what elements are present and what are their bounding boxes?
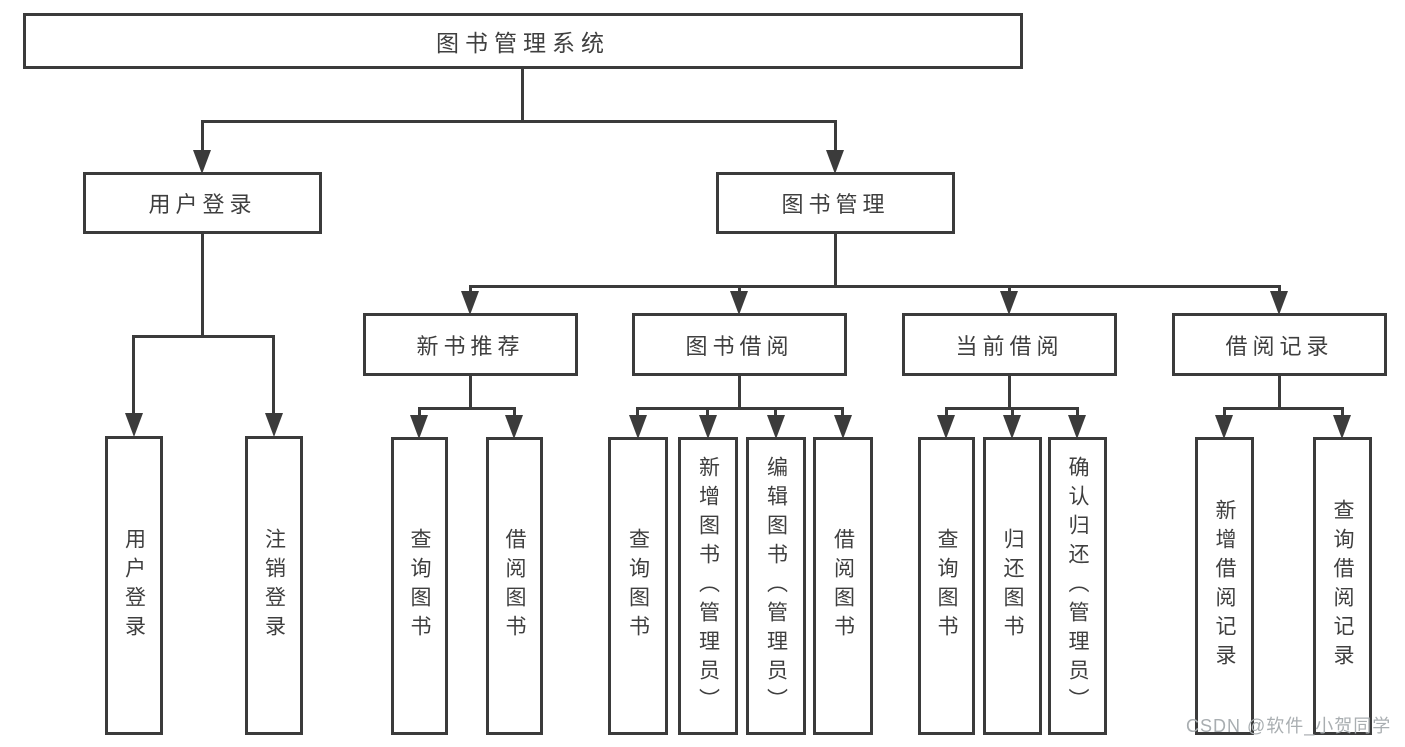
node-borrow-records: 借阅记录 [1172, 313, 1387, 376]
connector-line [738, 285, 741, 295]
connector-line [738, 376, 741, 407]
connector-line [706, 407, 709, 417]
connector-line [132, 335, 135, 415]
leaf-return-books: 归还图书 [983, 437, 1042, 735]
leaf-query-books: 查询图书 [391, 437, 448, 735]
connector-line [201, 120, 837, 123]
connector-line [1278, 376, 1281, 407]
connector-line [201, 120, 204, 152]
arrow-down-icon [629, 415, 647, 439]
connector-line [1076, 407, 1079, 417]
arrow-down-icon [834, 415, 852, 439]
leaf-user-login: 用户登录 [105, 436, 163, 735]
connector-line [841, 407, 844, 417]
connector-line [418, 407, 516, 410]
arrow-down-icon [461, 291, 479, 315]
leaf-query-books: 查询图书 [608, 437, 668, 735]
connector-line [418, 407, 421, 417]
arrow-down-icon [410, 415, 428, 439]
connector-line [945, 407, 948, 417]
arrow-down-icon [1000, 291, 1018, 315]
connector-line [469, 285, 472, 295]
leaf-edit-books-admin: 编辑图书（管理员） [746, 437, 806, 735]
node-current-borrow: 当前借阅 [902, 313, 1117, 376]
connector-line [469, 285, 1281, 288]
arrow-down-icon [937, 415, 955, 439]
connector-line [1223, 407, 1344, 410]
leaf-add-books-admin: 新增图书（管理员） [678, 437, 738, 735]
connector-line [469, 376, 472, 407]
connector-line [132, 335, 275, 338]
arrow-down-icon [125, 413, 143, 437]
connector-line [513, 407, 516, 417]
csdn-watermark: CSDN @软件_小贺同学 [1186, 716, 1392, 736]
node-root: 图书管理系统 [23, 13, 1023, 69]
arrow-down-icon [767, 415, 785, 439]
leaf-borrow-books: 借阅图书 [486, 437, 543, 735]
leaf-query-borrow-record: 查询借阅记录 [1313, 437, 1372, 735]
node-book-mgmt: 图书管理 [716, 172, 955, 234]
connector-line [1008, 376, 1011, 407]
connector-line [1223, 407, 1226, 417]
arrow-down-icon [1215, 415, 1233, 439]
connector-line [774, 407, 777, 417]
arrow-down-icon [505, 415, 523, 439]
arrow-down-icon [699, 415, 717, 439]
arrow-down-icon [1333, 415, 1351, 439]
leaf-add-borrow-record: 新增借阅记录 [1195, 437, 1254, 735]
connector-line [1008, 285, 1011, 295]
arrow-down-icon [730, 291, 748, 315]
connector-line [636, 407, 639, 417]
leaf-borrow-books: 借阅图书 [813, 437, 873, 735]
node-user-login: 用户登录 [83, 172, 322, 234]
connector-line [636, 407, 844, 410]
node-book-borrow: 图书借阅 [632, 313, 847, 376]
connector-line [834, 234, 837, 285]
leaf-logout: 注销登录 [245, 436, 303, 735]
leaf-query-books: 查询图书 [918, 437, 975, 735]
connector-line [1278, 285, 1281, 295]
connector-line [834, 120, 837, 152]
arrow-down-icon [1270, 291, 1288, 315]
leaf-confirm-return-admin: 确认归还（管理员） [1048, 437, 1107, 735]
arrow-down-icon [1068, 415, 1086, 439]
arrow-down-icon [193, 150, 211, 174]
connector-line [521, 69, 524, 120]
arrow-down-icon [826, 150, 844, 174]
node-new-book-recommend: 新书推荐 [363, 313, 578, 376]
connector-line [201, 234, 204, 335]
connector-line [272, 335, 275, 415]
connector-line [1341, 407, 1344, 417]
arrow-down-icon [1003, 415, 1021, 439]
arrow-down-icon [265, 413, 283, 437]
connector-line [1011, 407, 1014, 417]
